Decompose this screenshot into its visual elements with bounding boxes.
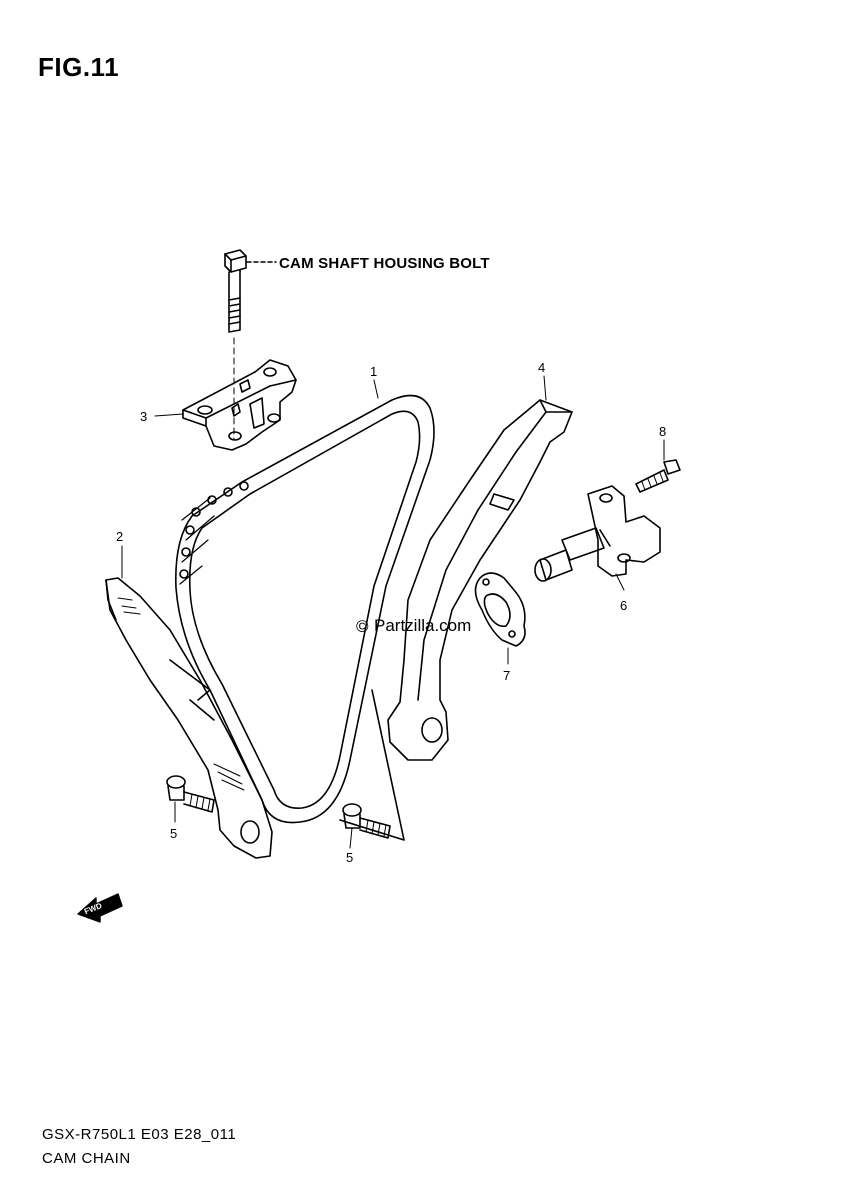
callout-part-2: 2 (116, 529, 123, 544)
callout-part-5-left: 5 (170, 826, 177, 841)
guide-bolt-part-5-right (342, 803, 391, 839)
copyright-icon: © (356, 617, 369, 636)
diagram-name: CAM CHAIN (42, 1150, 131, 1167)
guide-bolt-part-5-left (166, 775, 215, 813)
callout-part-8: 8 (659, 424, 666, 439)
cam-shaft-housing-bolt (224, 249, 277, 441)
callout-part-7: 7 (503, 668, 510, 683)
chain-guide-part-2 (105, 577, 273, 859)
tensioner-bolt-part-8 (635, 459, 681, 493)
gasket-part-7 (474, 572, 526, 647)
callout-part-1: 1 (370, 364, 377, 379)
watermark-text: Partzilla.com (374, 616, 471, 635)
diagram-code: GSX-R750L1 E03 E28_011 (42, 1126, 237, 1143)
upper-chain-guide-part-3 (182, 359, 297, 451)
forward-arrow-icon (77, 893, 123, 923)
leader-lines (121, 375, 665, 849)
figure-title: FIG.11 (38, 52, 120, 82)
callout-part-3: 3 (140, 409, 147, 424)
cam-chain-part-1 (175, 394, 435, 841)
cam-shaft-housing-bolt-label: CAM SHAFT HOUSING BOLT (279, 255, 490, 272)
tensioner-guide-part-4 (387, 399, 573, 761)
callout-part-5-right: 5 (346, 850, 353, 865)
callout-part-6: 6 (620, 598, 627, 613)
callout-part-4: 4 (538, 360, 545, 375)
tensioner-adjuster-part-6 (534, 485, 661, 582)
